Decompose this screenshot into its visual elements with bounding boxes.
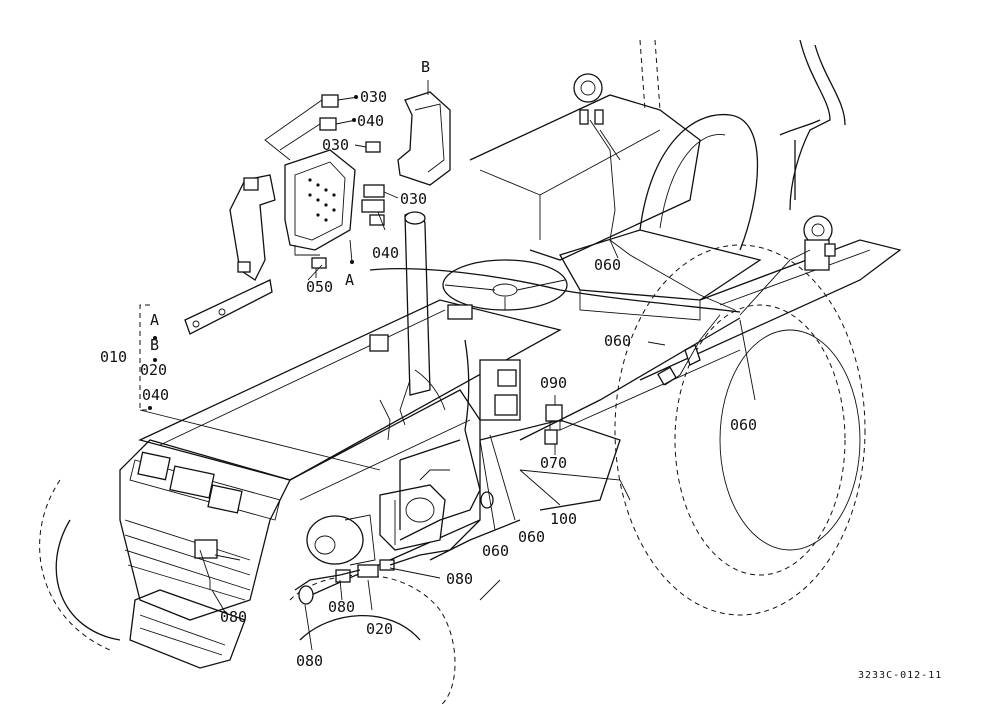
connector-pins [308, 178, 336, 222]
group-label-a-left: A [150, 311, 159, 329]
wiring-harness [139, 119, 811, 591]
callout-080-mid: 080 [328, 598, 355, 616]
callout-020-bottom: 020 [366, 620, 393, 638]
callout-010: 010 [100, 348, 127, 366]
callout-040-left: 040 [142, 386, 169, 404]
drawing-number: 3233C-012-11 [858, 670, 942, 681]
callout-060-seat: 060 [594, 256, 621, 274]
callout-070: 070 [540, 454, 567, 472]
callout-060-right: 060 [730, 416, 757, 434]
callout-060-lower-b: 060 [482, 542, 509, 560]
callout-030-top: 030 [360, 88, 387, 106]
leader-lines [139, 80, 756, 651]
group-label-a: A [345, 271, 354, 289]
group-label-b-left: B [150, 336, 159, 354]
callout-060-fender: 060 [604, 332, 631, 350]
callout-040-top: 040 [357, 112, 384, 130]
tractor-outline [39, 39, 902, 706]
callout-050: 050 [306, 278, 333, 296]
callout-080-front: 080 [220, 608, 247, 626]
callout-040-lower: 040 [372, 244, 399, 262]
callout-080-bottom: 080 [296, 652, 323, 670]
callout-060-lower-a: 060 [518, 528, 545, 546]
callout-020-left: 020 [140, 361, 167, 379]
exploded-components [184, 73, 836, 605]
group-label-b-top: B [421, 58, 430, 76]
callout-030-mid: 030 [322, 136, 349, 154]
callout-030-right: 030 [400, 190, 427, 208]
callout-100: 100 [550, 510, 577, 528]
callout-080-right: 080 [446, 570, 473, 588]
callout-090: 090 [540, 374, 567, 392]
callout-labels: B A A B 030 040 030 030 040 050 010 020 … [100, 58, 942, 681]
